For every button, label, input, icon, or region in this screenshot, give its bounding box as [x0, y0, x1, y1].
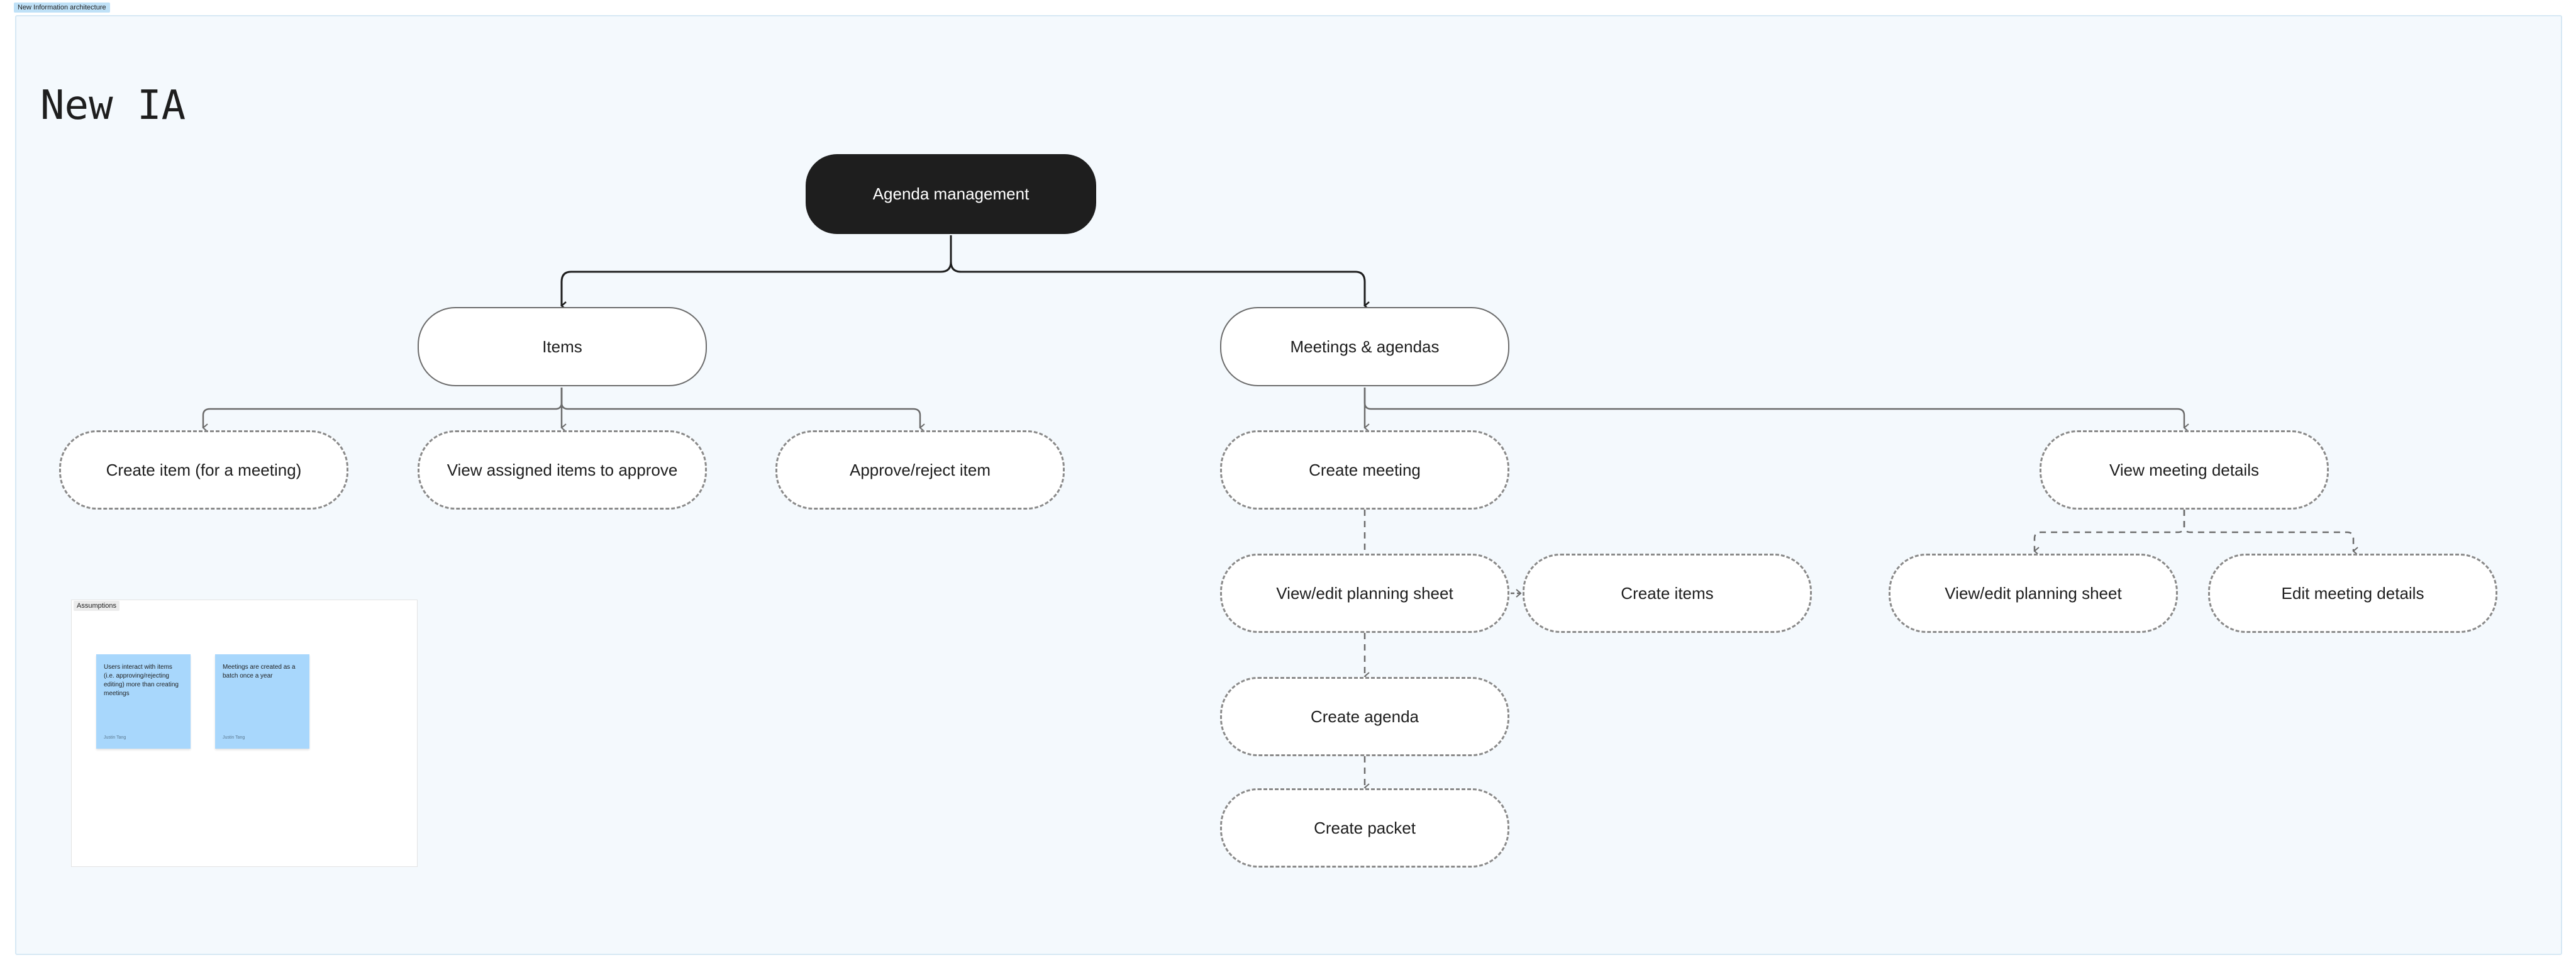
sticky-note-text: Users interact with items (i.e. approvin… [104, 664, 179, 697]
page-title: New IA [40, 82, 186, 129]
connector-details-edit [2183, 510, 2358, 556]
connector-details-planning [2033, 510, 2185, 556]
node-view-assigned-items[interactable]: View assigned items to approve [418, 430, 707, 510]
assumptions-label[interactable]: Assumptions [74, 601, 119, 611]
connector-meetings-view-details [1363, 388, 2189, 432]
sticky-note-text: Meetings are created as a batch once a y… [223, 664, 296, 679]
connector-root-items [560, 235, 952, 310]
sticky-note[interactable]: Users interact with items (i.e. approvin… [96, 654, 191, 749]
node-create-packet[interactable]: Create packet [1220, 788, 1509, 868]
node-meetings-agendas[interactable]: Meetings & agendas [1220, 307, 1509, 386]
frame-label[interactable]: New Information architecture [14, 3, 110, 13]
node-create-items[interactable]: Create items [1523, 554, 1812, 633]
node-create-agenda[interactable]: Create agenda [1220, 677, 1509, 756]
node-edit-meeting-details[interactable]: Edit meeting details [2208, 554, 2497, 633]
node-agenda-management[interactable]: Agenda management [806, 154, 1096, 234]
connector-items-create-item [202, 388, 563, 432]
node-items[interactable]: Items [418, 307, 707, 386]
sticky-note-author: Justin Tang [104, 735, 126, 740]
node-approve-reject-item[interactable]: Approve/reject item [775, 430, 1065, 510]
sticky-note[interactable]: Meetings are created as a batch once a y… [215, 654, 309, 749]
node-view-edit-planning-sheet-details[interactable]: View/edit planning sheet [1889, 554, 2178, 633]
connector-root-meetings [950, 235, 1370, 310]
node-create-meeting[interactable]: Create meeting [1220, 430, 1509, 510]
connector-items-approve [560, 388, 925, 432]
node-create-item[interactable]: Create item (for a meeting) [59, 430, 348, 510]
node-view-edit-planning-sheet[interactable]: View/edit planning sheet [1220, 554, 1509, 633]
node-view-meeting-details[interactable]: View meeting details [2040, 430, 2329, 510]
sticky-note-author: Justin Tang [223, 735, 245, 740]
